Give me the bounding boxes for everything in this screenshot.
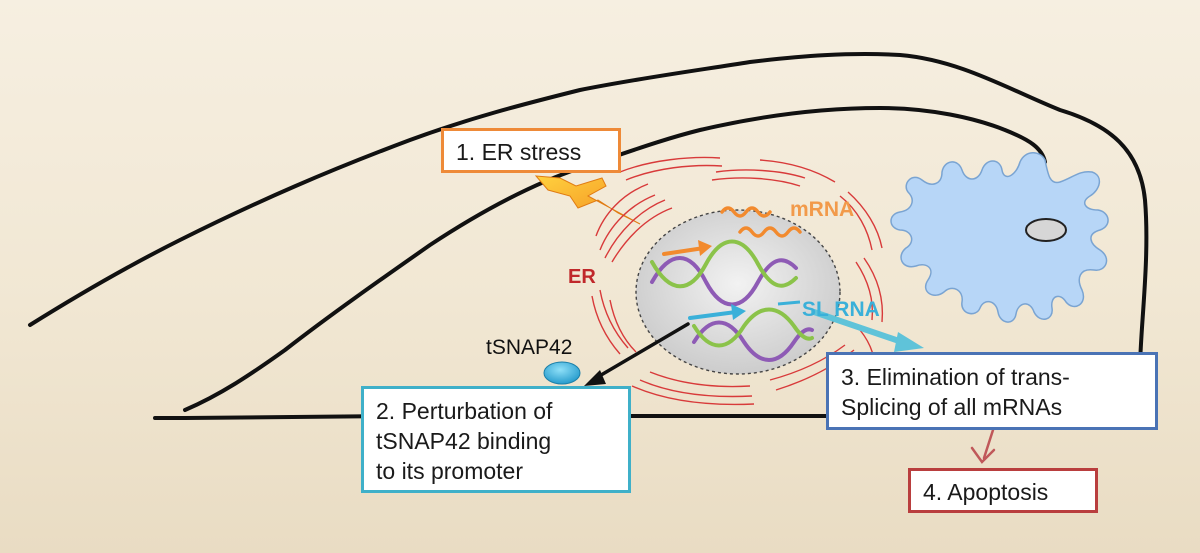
step-1-text: 1. ER stress [456,139,582,165]
mrna-label: mRNA [790,198,855,221]
mrna-strands [720,206,802,238]
arrow-to-step-3 [811,309,924,352]
lightning-bolt-icon [534,175,641,225]
sl-rna-strand [777,300,801,306]
tsnap42-protein [543,361,581,385]
mitochondrion [890,152,1109,323]
arrow-to-step-4 [970,428,996,464]
kinetoplast [1025,218,1067,242]
step-3-line-2: Splicing of all mRNAs [841,394,1063,420]
step-2-line-3: to its promoter [376,458,523,484]
mrna-arrow [662,240,712,256]
arrow-to-step-2 [584,322,690,386]
er-label: ER [568,266,596,288]
sl-rna-arrow [688,304,746,320]
tsnap42-label: tSNAP42 [486,336,573,359]
step-2-box: 2. Perturbation of tSNAP42 binding to it… [361,386,631,493]
step-3-box: 3. Elimination of trans- Splicing of all… [826,352,1158,430]
step-1-box: 1. ER stress [441,128,621,173]
step-4-text: 4. Apoptosis [923,479,1049,505]
step-4-box: 4. Apoptosis [908,468,1098,513]
dna-helix-lower [692,307,814,362]
nucleus [635,209,841,375]
step-2-line-2: tSNAP42 binding [376,428,552,454]
dna-helix-upper [650,239,798,307]
step-2-line-1: 2. Perturbation of [376,398,553,424]
step-3-line-1: 3. Elimination of trans- [841,364,1070,390]
sl-rna-label: SL RNA [802,298,880,321]
